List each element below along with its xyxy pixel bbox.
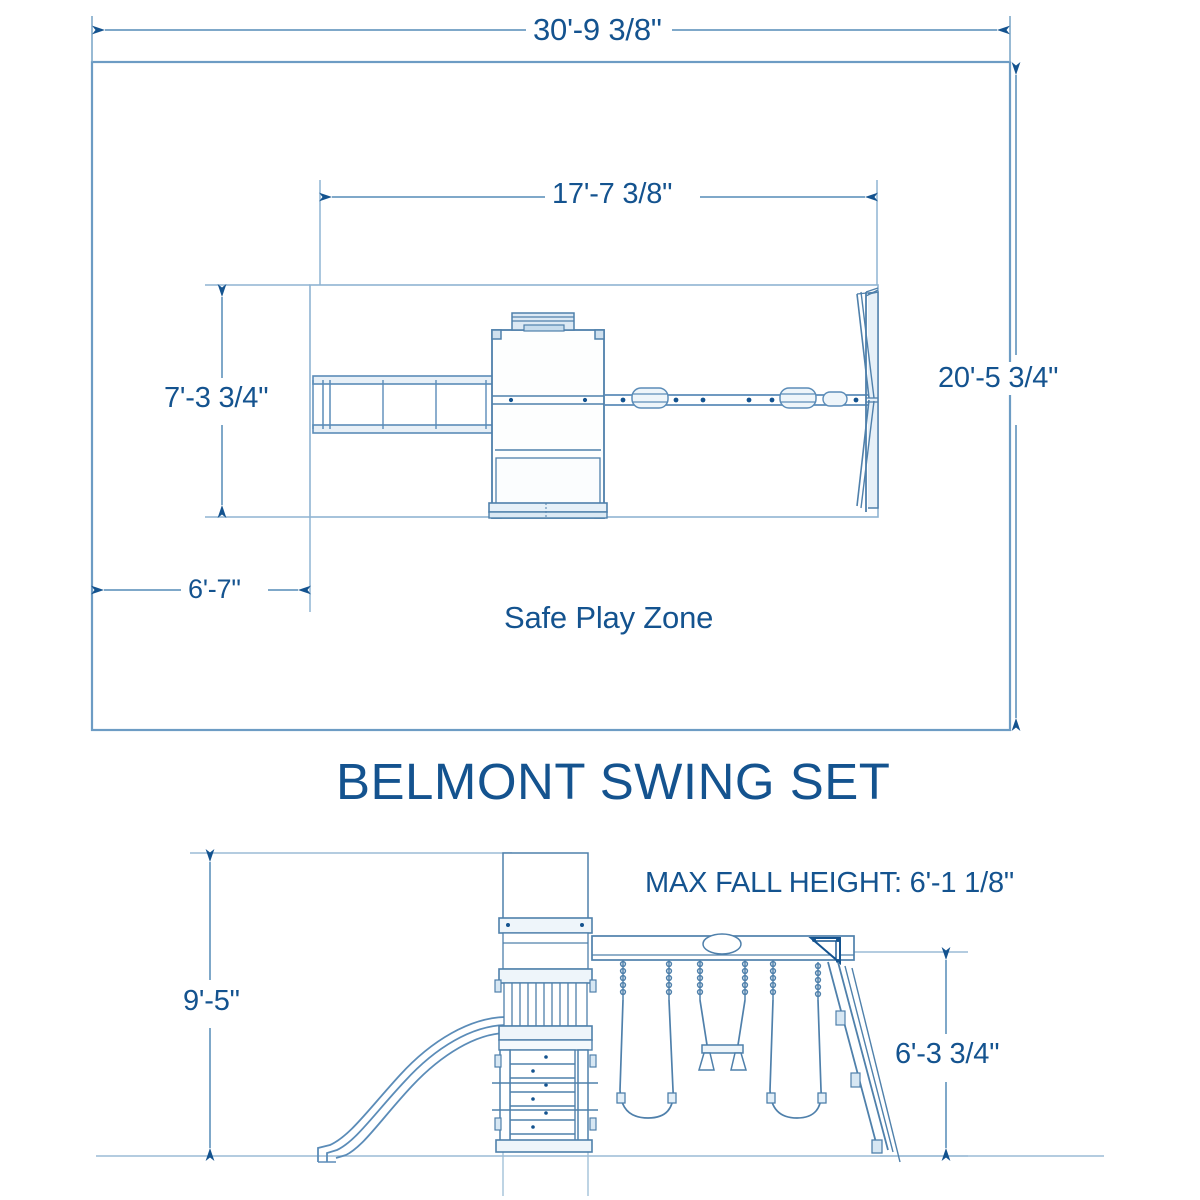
chain-trapeze-a (696, 960, 704, 1000)
dim-label-beam-height: 6'-3 3/4" (891, 1038, 1004, 1071)
dim-label-overall-height: 9'-5" (179, 985, 244, 1018)
dim-label-overall-width: 30'-9 3/8" (526, 14, 669, 45)
chain-left-a (619, 960, 627, 1000)
plan-swing-beam (604, 387, 868, 409)
elev-belt-swing-right (766, 960, 827, 1119)
elev-ladder (509, 1049, 576, 1149)
elev-belt-swing-left (616, 960, 677, 1119)
dim-label-overall-depth: 20'-5 3/4" (933, 362, 1064, 395)
safe-play-zone-label: Safe Play Zone (498, 602, 720, 633)
elev-picket-panel (503, 982, 588, 1027)
max-fall-height-label: MAX FALL HEIGHT: 6'-1 1/8" (645, 867, 1014, 899)
elev-top-rail (498, 917, 593, 934)
elev-trapeze-swing (696, 960, 749, 1071)
plan-swing-seat-left (631, 387, 669, 409)
safe-play-zone-boundary (90, 60, 1012, 732)
dim-label-structure-depth: 7'-3 3/4" (159, 382, 274, 415)
chain-right-b (814, 962, 822, 1000)
plan-monkeybars (312, 372, 506, 437)
chain-right-a (769, 960, 777, 1000)
trapeze-bar (701, 1044, 744, 1054)
plan-a-frame (856, 287, 879, 512)
elev-a-frame-leg (827, 961, 901, 1163)
chain-left-b (665, 960, 673, 1000)
page-title: BELMONT SWING SET (336, 753, 891, 810)
elev-swing-beam (591, 933, 855, 961)
plan-view-group (90, 16, 1021, 732)
dim-label-edge-offset: 6'-7" (181, 576, 248, 603)
ring-right (730, 1052, 748, 1071)
ring-left (697, 1052, 715, 1071)
elev-a-frame-bracket (808, 937, 841, 966)
elevation-view-group (96, 849, 1104, 1196)
elev-slide (317, 1016, 506, 1163)
elev-deck (498, 1025, 593, 1041)
plan-canopy (511, 312, 575, 332)
plan-tower (488, 329, 608, 519)
dim-label-structure-width: 17'-7 3/8" (545, 180, 680, 209)
plan-trapeze (822, 391, 848, 407)
elev-tower (492, 852, 598, 1153)
plan-swing-seat-right (779, 387, 817, 409)
chain-trapeze-b (741, 960, 749, 1000)
beam-logo-ellipse (702, 933, 742, 955)
